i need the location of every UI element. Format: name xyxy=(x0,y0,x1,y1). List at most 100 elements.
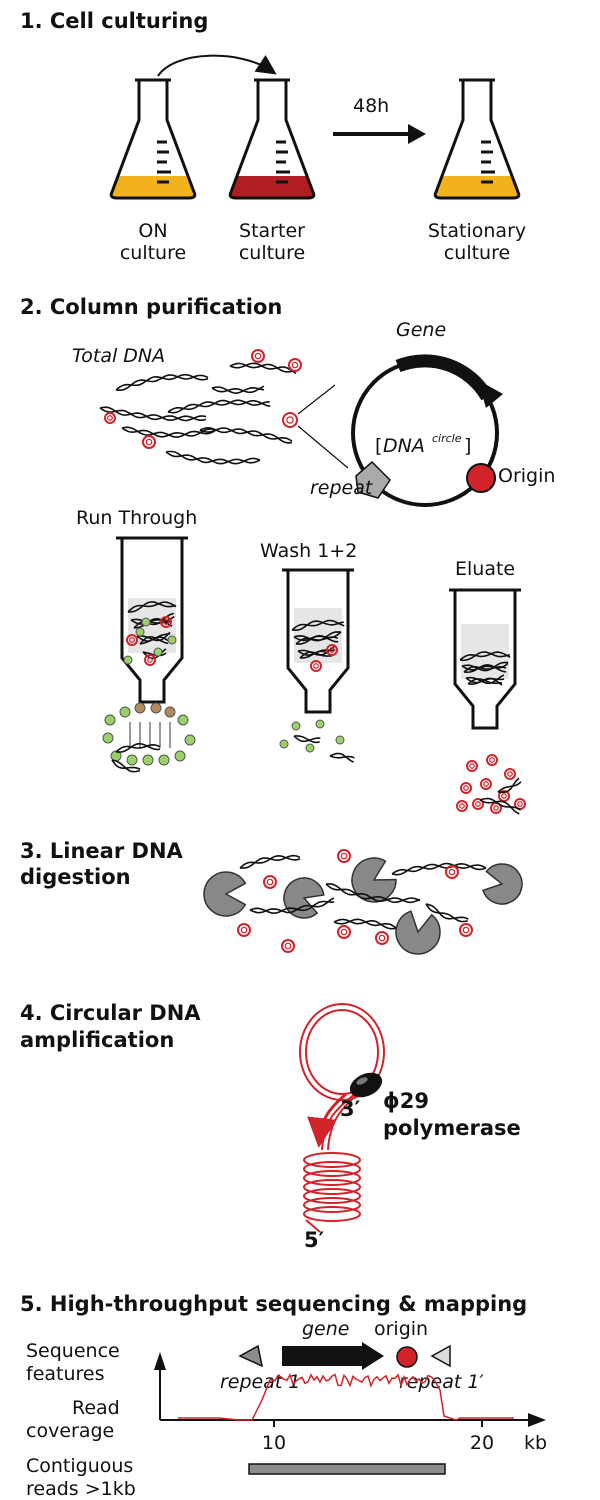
contiguous-2: reads >1kb xyxy=(26,1478,136,1500)
circular-dna xyxy=(375,931,389,945)
linear-dna xyxy=(497,777,522,794)
linear-dna xyxy=(229,362,297,375)
repeat1p-icon xyxy=(430,1344,451,1368)
repeat-icon xyxy=(355,460,391,499)
section3-title-2: digestion xyxy=(20,865,131,889)
five-prime-label: 5′ xyxy=(304,1228,325,1252)
seq-features-2: features xyxy=(26,1363,105,1385)
circular-dna xyxy=(445,865,459,879)
flask1-label-1: ON xyxy=(138,220,167,242)
section3-title-1: 3. Linear DNA xyxy=(20,839,184,863)
linear-dna xyxy=(127,601,177,613)
x-axis-arrow xyxy=(528,1413,546,1427)
linear-dna xyxy=(249,897,335,915)
y-axis-arrow xyxy=(154,1352,166,1370)
total-dna-label: Total DNA xyxy=(72,345,165,367)
exonuclease-icon xyxy=(203,871,247,917)
flask-stationary-culture xyxy=(433,78,521,200)
columns xyxy=(102,536,526,815)
circular-dna xyxy=(263,875,277,889)
circular-dna xyxy=(472,798,484,810)
circular-dna xyxy=(160,616,172,628)
exonuclease-icon xyxy=(351,857,397,903)
time-label: 48h xyxy=(353,95,389,117)
linear-dna xyxy=(293,735,321,744)
circular-dna xyxy=(466,760,478,772)
linear-dna xyxy=(239,854,301,869)
dna-circle-bracket-close: ] xyxy=(464,435,471,457)
section1-title: 1. Cell culturing xyxy=(20,9,208,33)
circular-dna xyxy=(126,634,138,646)
linear-dna xyxy=(165,450,261,465)
three-prime-label: 3′ xyxy=(340,1097,361,1121)
linear-dna xyxy=(463,663,507,674)
dna-circle-label: DNA xyxy=(383,435,425,457)
time-arrow-head xyxy=(408,124,426,144)
column2-label: Wash 1+2 xyxy=(260,540,357,562)
read-coverage-1: Read xyxy=(72,1397,120,1419)
seq-features-1: Sequence xyxy=(26,1340,120,1362)
circular-dna xyxy=(459,923,473,937)
linear-dna xyxy=(459,651,511,662)
circular-dna xyxy=(104,412,116,424)
linear-dna xyxy=(133,617,173,629)
circular-dna xyxy=(490,802,502,814)
linear-dna xyxy=(467,677,503,686)
flask2-label-1: Starter xyxy=(239,220,305,242)
rolling-circle xyxy=(299,1003,385,1233)
gene-label: Gene xyxy=(396,319,446,341)
read-coverage-2: coverage xyxy=(26,1420,114,1442)
circular-dna xyxy=(460,782,472,794)
gene-feature-label: gene xyxy=(302,1318,349,1340)
linear-dna xyxy=(479,797,522,815)
linear-dna xyxy=(291,619,345,632)
linear-dna xyxy=(299,650,333,659)
circular-dna xyxy=(237,923,251,937)
contiguous-1: Contiguous xyxy=(26,1455,133,1477)
flask3-label-2: culture xyxy=(444,242,510,264)
origin-icon xyxy=(466,463,496,493)
digestion-scene xyxy=(203,849,523,955)
column-eluate xyxy=(449,588,521,730)
lipid-membrane xyxy=(102,702,196,773)
coverage-line xyxy=(178,1373,514,1421)
dna-circle-sup: circle xyxy=(432,432,462,445)
circular-dna xyxy=(337,925,351,939)
circular-dna xyxy=(480,778,492,790)
section4-title-2: amplification xyxy=(20,1028,174,1052)
origin-label: Origin xyxy=(498,465,555,487)
linear-dna xyxy=(329,752,355,763)
gene-arrowhead xyxy=(478,380,503,408)
circular-dna xyxy=(498,790,510,802)
linear-dna xyxy=(391,862,487,876)
circular-dna xyxy=(326,644,338,656)
transfer-arrow xyxy=(157,54,277,77)
column3-label: Eluate xyxy=(455,558,515,580)
linear-dna xyxy=(115,373,209,392)
flask1-label-2: culture xyxy=(120,242,186,264)
total-dna-strands xyxy=(99,349,302,465)
circular-dna xyxy=(288,358,302,372)
tick-10-label: 10 xyxy=(262,1432,286,1454)
flask2-label-2: culture xyxy=(239,242,305,264)
linear-dna xyxy=(211,385,265,395)
gene-feature-icon xyxy=(282,1342,384,1370)
circular-dna xyxy=(282,412,298,428)
column-wash xyxy=(282,568,354,714)
circular-dna xyxy=(310,660,322,672)
exonuclease-icon xyxy=(283,877,325,919)
circular-dna xyxy=(486,754,498,766)
gene-segment xyxy=(395,354,493,401)
flask-on-culture xyxy=(109,78,197,200)
circular-dna xyxy=(251,349,265,363)
section5-title: 5. High-throughput sequencing & mapping xyxy=(20,1292,527,1316)
linear-dna xyxy=(111,759,141,773)
origin-feature-icon xyxy=(396,1346,418,1368)
linear-dna xyxy=(167,399,271,414)
circular-dna xyxy=(281,939,295,953)
linear-dna xyxy=(99,406,207,422)
circular-dna xyxy=(142,435,156,449)
polymerase-label: polymerase xyxy=(383,1116,521,1140)
unit-label: kb xyxy=(524,1432,547,1454)
